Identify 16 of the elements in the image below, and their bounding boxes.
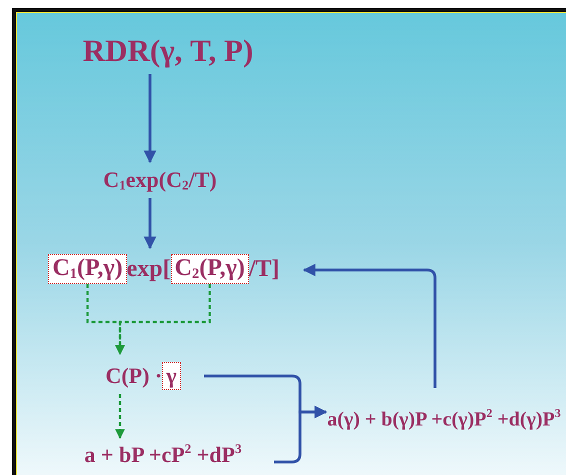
highlighted-term: γ [162, 362, 181, 390]
formula-text: RDR(γ, T, P) [68, 28, 268, 74]
formula-text: C$_{1}$exp(C$_{2}$/T) [80, 162, 240, 198]
formula-text: /T] [248, 256, 280, 282]
dashed-arrow [115, 394, 125, 439]
highlighted-term: C$_{2}$(P,γ) [170, 254, 249, 284]
arrow [302, 264, 436, 388]
dashed-arrow [115, 284, 211, 355]
formula-text: exp[ [126, 256, 171, 282]
arrow [144, 74, 156, 164]
formula-text: a + bP +cP$^{2}$ +dP$^{3}$ [52, 438, 274, 472]
formula-text: C(P) · [105, 363, 162, 389]
formula-text: a(γ) + b(γ)P +c(γ)P$^{2}$ +d(γ)P$^{3}$ [326, 388, 562, 450]
arrow [274, 406, 328, 464]
arrow [144, 198, 156, 250]
highlighted-term: C$_{1}$(P,γ) [48, 254, 127, 284]
